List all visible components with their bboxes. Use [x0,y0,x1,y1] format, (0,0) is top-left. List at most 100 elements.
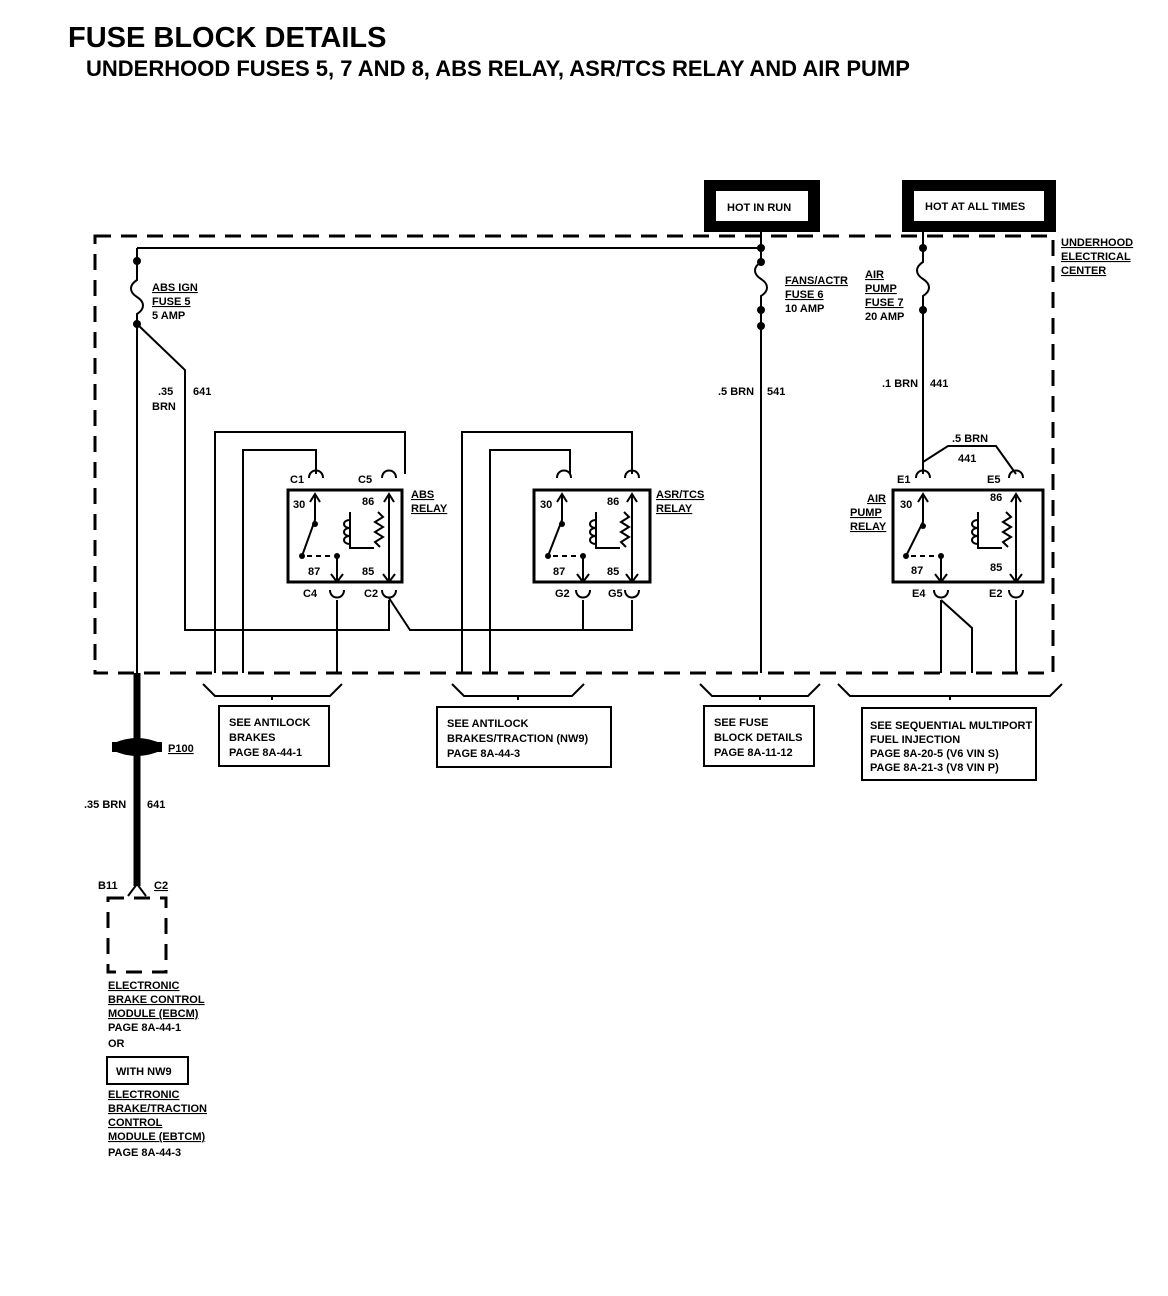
ebcm-cavity: C2 [154,880,168,892]
abs-relay-name-1: ABS [411,489,434,501]
abs-pin-c5: C5 [358,474,372,486]
asr-pin-85: 85 [607,566,619,578]
hot-at-all-times-box: HOT AT ALL TIMES [902,180,1056,232]
ref-sfi-box: SEE SEQUENTIAL MULTIPORT FUEL INJECTION … [861,707,1037,781]
ebcm-page-1: PAGE 8A-44-1 [108,1022,181,1034]
ebcm-module-outline [106,896,168,974]
fuse6-label-2: FUSE 6 [785,289,824,301]
fuse7-label-3: FUSE 7 [865,297,904,309]
abs-relay-name-2: RELAY [411,503,448,515]
abs-ign-fuse-5 [130,261,144,324]
center-label-2: ELECTRICAL [1061,251,1131,263]
ebtcm-name-2: BRAKE/TRACTION [108,1103,207,1115]
fuse5-label-1: ABS IGN [152,282,198,294]
fuse7-label-4: 20 AMP [865,311,904,323]
abs-pin-c2: C2 [364,588,378,600]
ref-traction-3: PAGE 8A-44-3 [447,748,520,760]
abs-pin-30: 30 [293,499,305,511]
abs-pin-c4: C4 [303,588,318,600]
w541-label: .5 BRN [718,386,754,398]
w441b-label: .5 BRN [952,433,988,445]
air-pin-30: 30 [900,499,912,511]
w641-circuit: 641 [193,386,211,398]
fuse5-label-2: FUSE 5 [152,296,191,308]
ref-traction-2: BRAKES/TRACTION (NW9) [447,733,588,745]
air-pin-e5: E5 [987,474,1000,486]
abs-relay: C1 C5 C4 C2 30 86 87 85 ABS RELAY [214,431,582,673]
hot-in-run-bus [137,232,762,249]
air-pump-relay: .5 BRN 441 E1 E5 E4 E2 30 86 87 85 AIR P… [850,433,1045,673]
fuse6-label-3: 10 AMP [785,303,824,315]
fuse5-label-3: 5 AMP [152,310,185,322]
fuse7-label-1: AIR [865,269,884,281]
ref-sfi-4: PAGE 8A-21-3 (V8 VIN P) [870,762,999,774]
ref-sfi-3: PAGE 8A-20-5 (V6 VIN S) [870,748,999,760]
underhood-center-boundary [93,234,1055,675]
asr-relay-name-1: ASR/TCS [656,489,704,501]
brace-fuse [699,683,821,700]
brace-sfi [837,683,1063,700]
ref-traction-box: SEE ANTILOCK BRAKES/TRACTION (NW9) PAGE … [436,706,612,768]
asr-relay-name-2: RELAY [656,503,693,515]
p100-label: P100 [168,743,194,755]
air-pin-e1: E1 [897,474,910,486]
brace-traction [451,683,585,700]
ebtcm-name-1: ELECTRONIC [108,1089,180,1101]
ebcm-pin: B11 [98,880,118,892]
asr-tcs-relay: G2 G5 30 86 87 85 ASR/TCS RELAY [461,431,704,673]
fuse7-label-2: PUMP [865,283,897,295]
asr-pin-g2: G2 [555,588,570,600]
abs-pin-87: 87 [308,566,320,578]
with-nw9-box [106,1056,189,1085]
center-label-1: UNDERHOOD [1061,237,1133,249]
with-nw9-label: WITH NW9 [116,1066,172,1078]
ebtcm-page: PAGE 8A-44-3 [108,1147,181,1159]
ebcm-name-3: MODULE (EBCM) [108,1008,199,1020]
w441-label: .1 BRN [882,378,918,390]
ref-antilock-1: SEE ANTILOCK [229,717,311,729]
ref-traction-1: SEE ANTILOCK [447,718,529,730]
ebtcm-name-4: MODULE (EBTCM) [108,1131,205,1143]
air-relay-name-1: AIR [867,493,886,505]
air-pin-e2: E2 [989,588,1002,600]
air-relay-name-3: RELAY [850,521,887,533]
asr-pin-g5: G5 [608,588,623,600]
fuse6-label-1: FANS/ACTR [785,275,848,287]
page-subtitle: UNDERHOOD FUSES 5, 7 AND 8, ABS RELAY, A… [86,56,910,81]
abs-pin-86: 86 [362,496,374,508]
ebcm-or: OR [108,1038,125,1050]
fans-actr-fuse-6 [754,248,768,673]
ref-fuse-box: SEE FUSE BLOCK DETAILS PAGE 8A-11-12 [703,705,815,767]
hot-at-all-times-label: HOT AT ALL TIMES [925,201,1025,213]
center-label-3: CENTER [1061,265,1106,277]
ref-antilock-2: BRAKES [229,732,275,744]
brace-antilock [202,683,343,700]
w441-circuit: 441 [930,378,948,390]
abs-pin-c1: C1 [290,474,304,486]
abs-pin-85: 85 [362,566,374,578]
w641-color: BRN [152,401,176,413]
circuit-641-branch [136,323,390,631]
asr-pin-30: 30 [540,499,552,511]
asr-pin-86: 86 [607,496,619,508]
abs-wire-outer [214,431,406,673]
air-pin-e4: E4 [912,588,926,600]
w641-size: .35 [158,386,173,398]
ref-antilock-3: PAGE 8A-44-1 [229,747,302,759]
hot-in-run-box: HOT IN RUN [704,180,820,232]
ebcm-name-1: ELECTRONIC [108,980,180,992]
ref-fuse-1: SEE FUSE [714,717,768,729]
lower-wire-circuit: 641 [147,799,165,811]
lower-wire-label: .35 BRN [84,799,126,811]
w541-circuit: 541 [767,386,785,398]
c2-terminal-icon [127,882,147,897]
ebcm-name-2: BRAKE CONTROL [108,994,205,1006]
ref-fuse-3: PAGE 8A-11-12 [714,747,793,759]
page-title: FUSE BLOCK DETAILS [68,22,386,54]
air-relay-name-2: PUMP [850,507,882,519]
abs-wire-inner [242,449,317,673]
air-pin-85: 85 [990,562,1002,574]
ebtcm-name-3: CONTROL [108,1117,163,1129]
w441b-circuit: 441 [958,453,976,465]
